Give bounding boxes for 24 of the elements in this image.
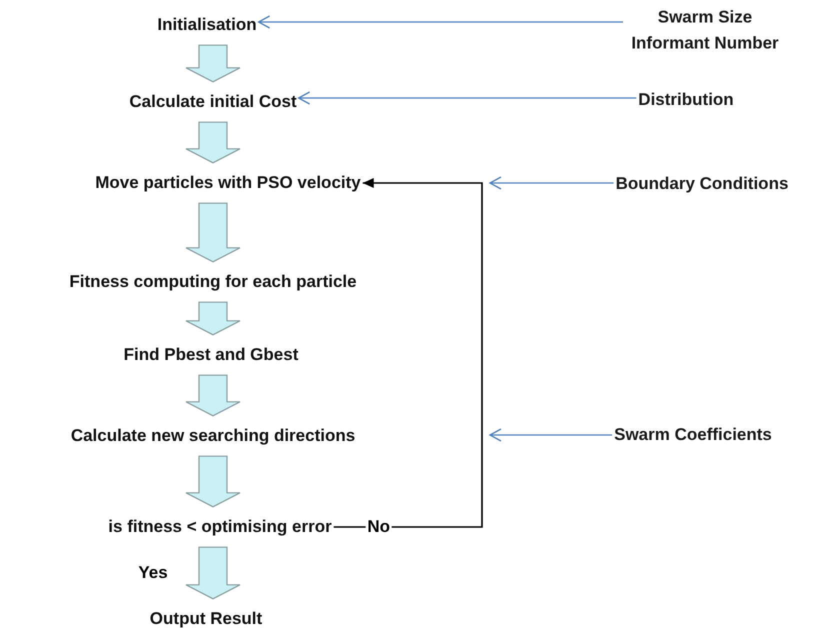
- step-text: Fitness computing for each particle: [67, 262, 359, 302]
- block-arrow: [185, 122, 241, 164]
- step-text: Find Pbest and Gbest: [122, 334, 300, 376]
- arrow: [489, 428, 612, 442]
- block-arrow: [185, 44, 241, 82]
- step-text: Initialisation: [155, 4, 259, 46]
- step-text: Move particles with PSO velocity: [93, 162, 363, 204]
- parameter-text: Boundary Conditions: [614, 164, 790, 204]
- parameter-text: Swarm Coefficients: [612, 414, 774, 456]
- arrow: [298, 91, 636, 105]
- arrow: [334, 178, 483, 528]
- step-text: is fitness < optimising error: [106, 506, 334, 548]
- block-arrow: [185, 302, 241, 336]
- arrow: [258, 15, 623, 29]
- step-text: Output Result: [148, 598, 264, 630]
- step-text: Calculate new searching directions: [68, 416, 358, 456]
- parameter-text: Distribution: [636, 80, 736, 120]
- parameter-text: Swarm Size Informant Number: [623, 0, 787, 64]
- step-text: Calculate initial Cost: [127, 82, 299, 122]
- block-arrow: [185, 456, 241, 508]
- block-arrow: [185, 202, 241, 262]
- arrow: [489, 176, 614, 190]
- block-arrow: [185, 374, 241, 416]
- block-arrow: [185, 546, 241, 600]
